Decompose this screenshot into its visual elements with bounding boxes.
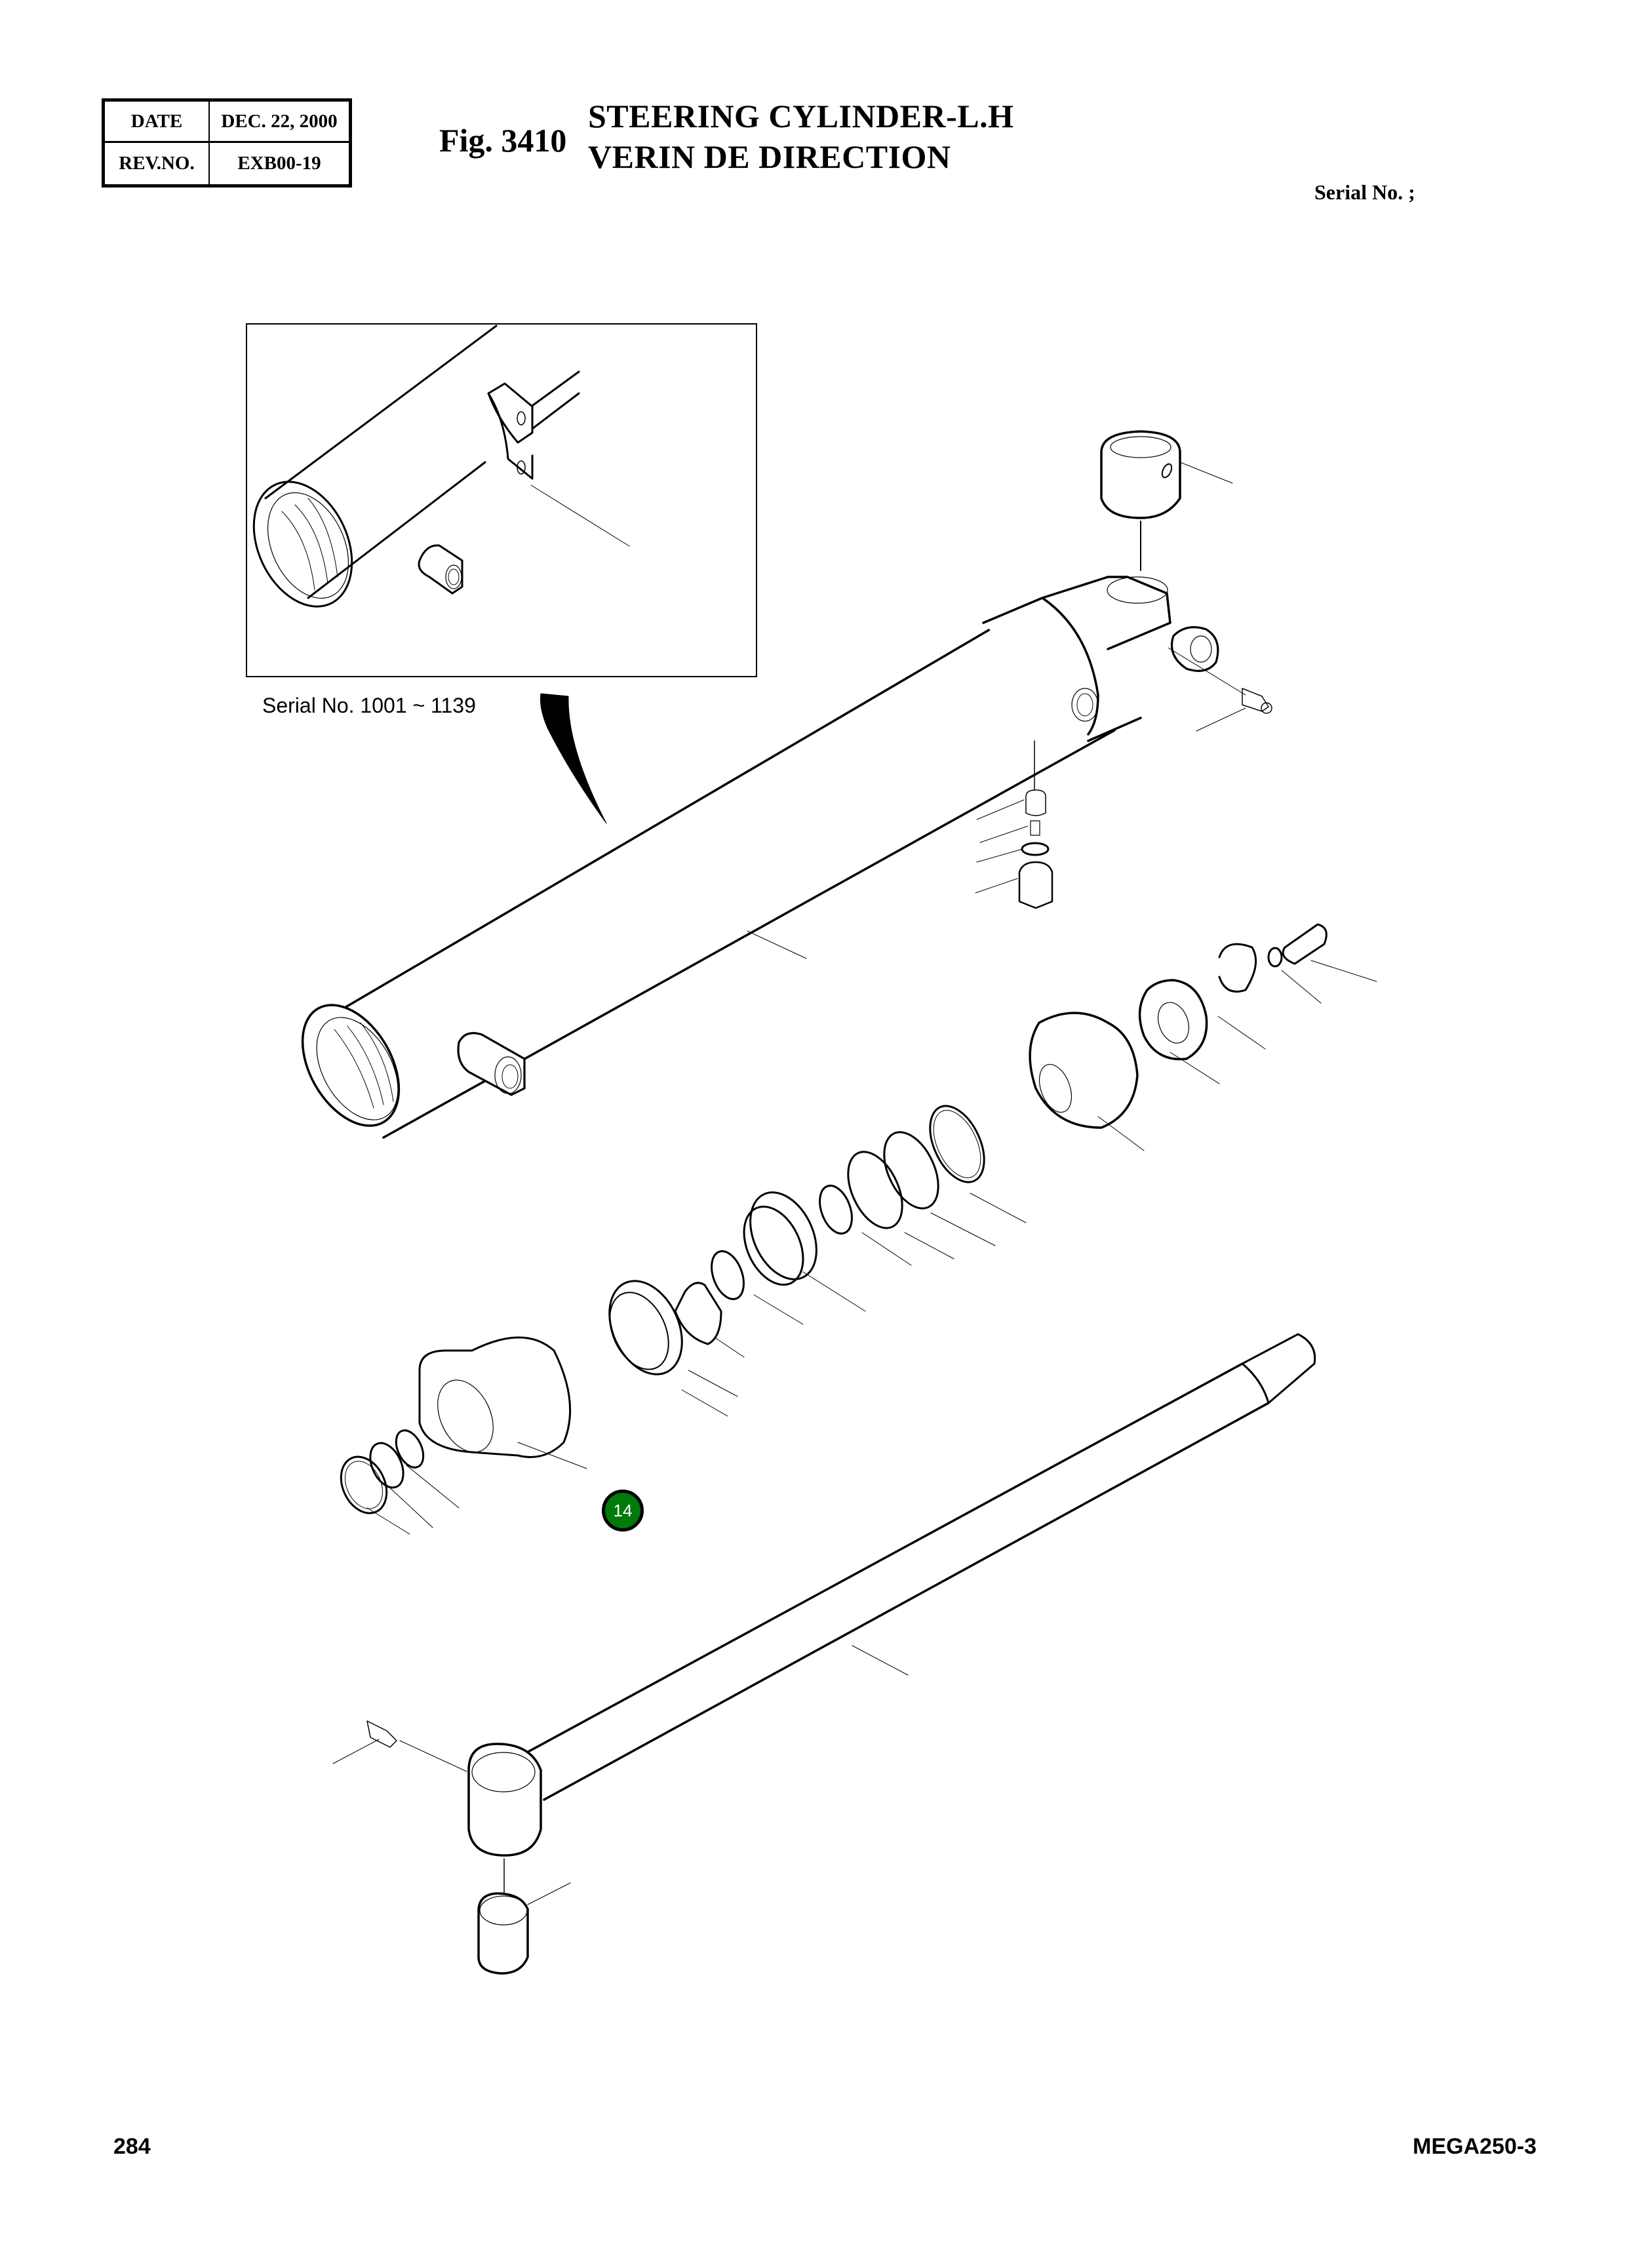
grease-nipple-tube — [1168, 647, 1272, 732]
figure-number: Fig. 3410 — [439, 122, 567, 159]
serial-number-label: Serial No. ; — [1314, 180, 1415, 204]
cylinder-tube-drawing — [301, 576, 1219, 1139]
rev-label: REV.NO. — [105, 143, 210, 184]
piston-seals — [608, 1105, 1027, 1417]
part-callout-14[interactable]: 14 — [602, 1490, 644, 1532]
rev-value: EXB00-19 — [237, 153, 321, 174]
cylinder-head — [340, 1336, 587, 1535]
rod-end-bushing-top — [1100, 430, 1233, 571]
inset-serial-caption: Serial No. 1001 ~ 1139 — [262, 694, 476, 717]
inset-detail-frame — [246, 323, 757, 677]
detail-pointer-arrow — [540, 693, 607, 824]
inset-tube-drawing — [252, 325, 630, 608]
page-subtitle: VERIN DE DIRECTION — [588, 138, 951, 175]
piston-rod-drawing — [523, 1333, 1316, 1801]
page-number: 284 — [113, 2134, 151, 2159]
check-valve-stack — [975, 740, 1053, 909]
page-title: STEERING CYLINDER-L.H — [588, 98, 1014, 134]
date-label: DATE — [105, 102, 210, 143]
model-name: MEGA250-3 — [1413, 2134, 1537, 2159]
rod-eye-assembly — [332, 1720, 571, 1975]
date-value: DEC. 22, 2000 — [210, 102, 349, 143]
rod-cover-assembly — [1029, 923, 1377, 1151]
revision-table: DATE DEC. 22, 2000 REV.NO. EXB00-19 — [102, 98, 352, 188]
